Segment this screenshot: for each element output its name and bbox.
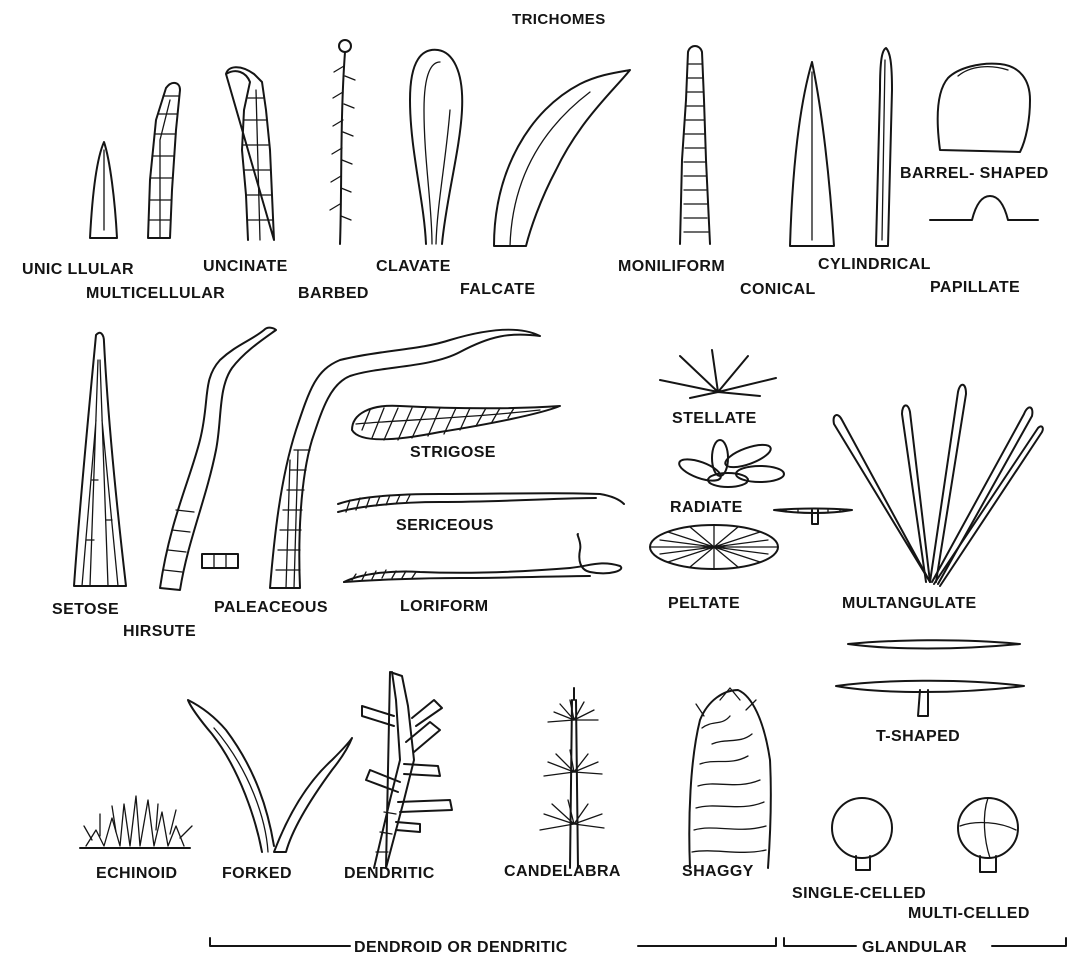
label-unicellular: UNIC LLULAR — [22, 261, 134, 278]
label-forked: FORKED — [222, 865, 292, 882]
label-cylindrical: CYLINDRICAL — [818, 256, 931, 273]
label-group-glandular: GLANDULAR — [862, 939, 967, 956]
label-paleaceous: PALEACEOUS — [214, 599, 328, 616]
label-candelabra: CANDELABRA — [504, 863, 621, 880]
label-sericeous: SERICEOUS — [396, 517, 494, 534]
conical-trichome-drawing — [790, 62, 834, 246]
label-single-celled: SINGLE-CELLED — [792, 885, 926, 902]
label-barbed: BARBED — [298, 285, 369, 302]
dendritic-trichome-drawing — [362, 672, 452, 868]
loriform-trichome-drawing — [344, 534, 621, 582]
clavate-trichome-drawing — [410, 50, 462, 244]
barrel-shaped-trichome-drawing — [938, 64, 1030, 152]
cylindrical-trichome-drawing — [876, 48, 892, 246]
radiate-trichome-drawing — [677, 440, 784, 487]
hirsute-trichome-drawing — [160, 328, 276, 590]
label-moniliform: MONILIFORM — [618, 258, 725, 275]
falcate-trichome-drawing — [494, 70, 630, 246]
setose-trichome-drawing — [74, 333, 126, 586]
stellate-trichome-drawing — [660, 350, 776, 398]
label-conical: CONICAL — [740, 281, 816, 298]
label-t-shaped: T-SHAPED — [876, 728, 960, 745]
label-stellate: STELLATE — [672, 410, 757, 427]
label-uncinate: UNCINATE — [203, 258, 288, 275]
label-peltate: PELTATE — [668, 595, 740, 612]
label-papillate: PAPILLATE — [930, 279, 1020, 296]
label-clavate: CLAVATE — [376, 258, 451, 275]
forked-trichome-drawing — [188, 700, 352, 852]
label-shaggy: SHAGGY — [682, 863, 754, 880]
peltate-trichome-drawing — [650, 525, 778, 569]
multicellular-trichome-drawing — [148, 83, 180, 238]
radiate-side-view-drawing — [774, 509, 852, 525]
uncinate-trichome-drawing — [226, 67, 274, 240]
diagram-title: TRICHOMES — [512, 11, 606, 28]
paleaceous-trichome-drawing — [270, 330, 540, 588]
label-loriform: LORIFORM — [400, 598, 489, 615]
label-radiate: RADIATE — [670, 499, 743, 516]
label-multicellular: MULTICELLULAR — [86, 285, 225, 302]
hirsute-cell-fragment — [202, 554, 238, 568]
shaggy-trichome-drawing — [689, 688, 771, 868]
label-echinoid: ECHINOID — [96, 865, 177, 882]
label-falcate: FALCATE — [460, 281, 535, 298]
label-hirsute: HIRSUTE — [123, 623, 196, 640]
single-celled-glandular-drawing — [832, 798, 892, 870]
candelabra-trichome-drawing — [540, 688, 604, 868]
multi-celled-glandular-drawing — [958, 798, 1018, 872]
unicellular-trichome-drawing — [90, 142, 117, 238]
sericeous-trichome-drawing — [338, 493, 624, 512]
echinoid-trichome-drawing — [80, 796, 192, 848]
t-shaped-trichome-drawing — [836, 640, 1024, 716]
multangulate-trichome-drawing — [834, 385, 1043, 586]
moniliform-trichome-drawing — [680, 46, 710, 244]
label-barrel-shaped: BARREL- SHAPED — [900, 165, 1049, 182]
barbed-trichome-drawing — [330, 40, 355, 244]
label-strigose: STRIGOSE — [410, 444, 496, 461]
papillate-trichome-drawing — [930, 196, 1038, 220]
label-multangulate: MULTANGULATE — [842, 595, 977, 612]
label-setose: SETOSE — [52, 601, 119, 618]
label-multi-celled: MULTI-CELLED — [908, 905, 1030, 922]
label-group-dendroid: DENDROID OR DENDRITIC — [354, 939, 568, 956]
label-dendritic: DENDRITIC — [344, 865, 435, 882]
strigose-trichome-drawing — [352, 406, 560, 440]
